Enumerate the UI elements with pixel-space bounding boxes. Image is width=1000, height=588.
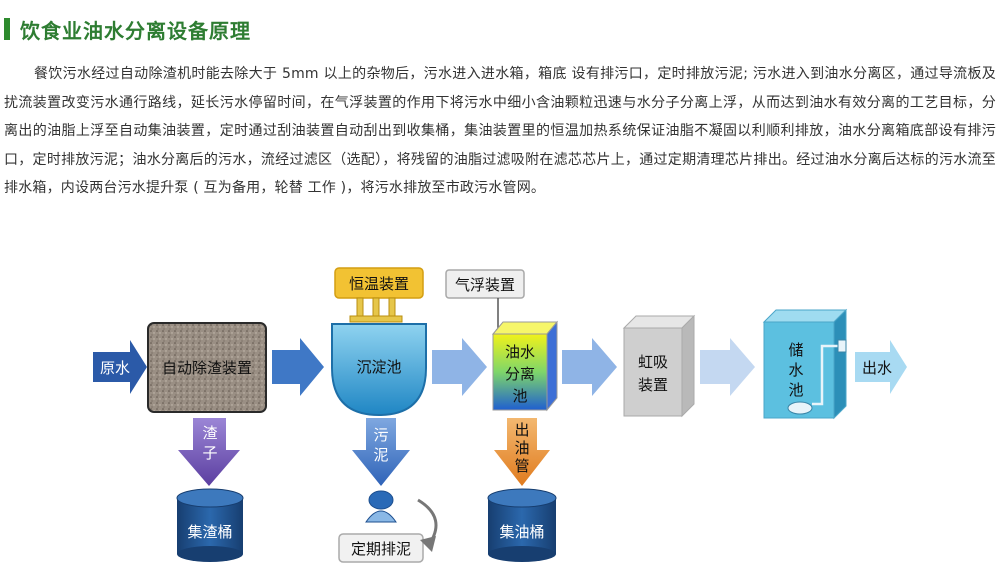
oil-water-separator: 油水 分离 池 [491,320,559,412]
slag-bucket: 集渣桶 [176,488,244,562]
outlet-label: 出水 [862,359,892,377]
thermostat-label: 恒温装置 [349,275,409,293]
flow-arrow-2 [432,338,487,396]
page-title: 饮食业油水分离设备原理 [20,18,251,43]
slag-remover-label: 自动除渣装置 [162,359,252,377]
page-title-bar: 饮食业油水分离设备原理 [4,16,251,43]
separator-label-1: 油水 [505,343,535,361]
siphon-label-2: 装置 [638,376,668,394]
storage-tank: 储 水 池 [762,308,848,420]
slag-remover-box: 自动除渣装置 [147,322,267,413]
outlet-arrow: 出水 [855,340,907,394]
sludge-down-arrow: 污 泥 [352,418,410,486]
periodic-discharge: 定期排泥 [338,490,438,563]
sludge-label-2: 泥 [373,446,388,464]
separator-label-3: 池 [512,387,527,405]
flow-arrow-1 [272,338,324,396]
siphon-label-1: 虹吸 [638,353,668,371]
raw-water-arrow: 原水 [93,340,147,394]
separator-label-2: 分离 [505,365,535,383]
storage-label-2: 水 [788,361,803,379]
description-paragraph: 餐饮污水经过自动除渣机时能去除大于 5mm 以上的杂物后，污水进入进水箱，箱底 … [4,66,996,196]
slag-down-arrow: 渣 子 [178,418,240,486]
slag-label-1: 渣 [202,424,217,442]
oil-bucket: 集油桶 [487,488,557,562]
siphon-device: 虹吸 装置 [622,314,696,418]
flow-arrow-3 [562,338,617,396]
oil-pipe-label-3: 管 [514,457,529,475]
oil-pipe-label-1: 出 [514,421,529,439]
raw-water-label: 原水 [100,359,130,377]
sedimentation-label: 沉淀池 [356,358,401,376]
slag-bucket-label: 集渣桶 [187,523,232,541]
slag-label-2: 子 [202,444,217,462]
oil-pipe-label-2: 油 [514,439,529,457]
sludge-label-1: 污 [373,426,388,444]
thermostat-device: 恒温装置 [334,267,424,323]
periodic-discharge-label: 定期排泥 [351,540,411,558]
oil-bucket-label: 集油桶 [499,523,544,541]
storage-label-1: 储 [788,341,803,359]
title-accent-bar [4,18,10,40]
float-device-label: 气浮装置 [455,276,515,294]
float-device: 气浮装置 [445,269,525,334]
oil-pipe-down-arrow: 出 油 管 [494,418,550,486]
flow-arrow-4 [700,338,755,396]
storage-label-3: 池 [788,381,803,399]
sedimentation-tank: 沉淀池 [331,323,427,417]
